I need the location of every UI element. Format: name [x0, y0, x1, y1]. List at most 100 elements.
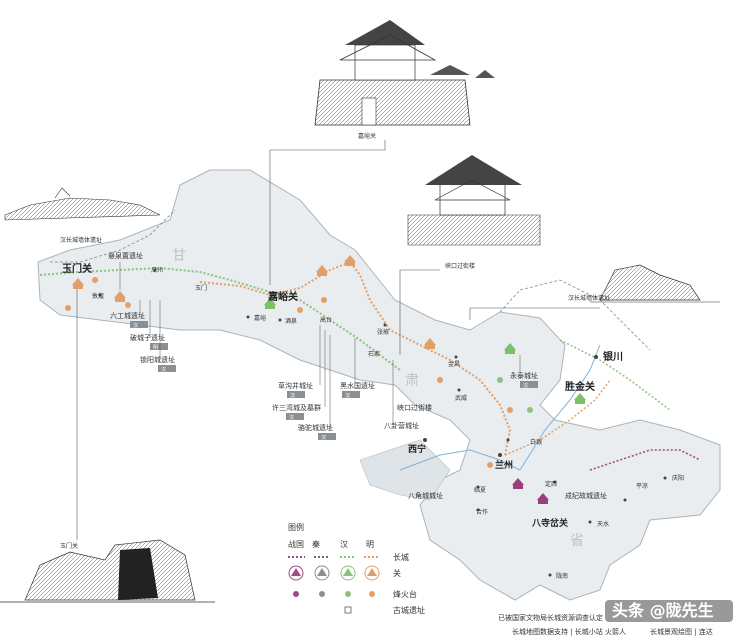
legend: 图例 战国 秦 汉 明 长城 关 烽火台 古城遗址 — [288, 522, 425, 615]
site-chengjikuan: 成纪故城遗址 — [565, 491, 607, 500]
city-hezuo: 合作 — [476, 508, 488, 516]
yumenguan-sketch — [0, 539, 215, 603]
pass-marker — [264, 298, 276, 309]
border-line — [50, 209, 176, 263]
ming-wall — [199, 260, 512, 456]
beacon-dots — [497, 377, 533, 413]
pass-jiayuguan: 嘉峪关 — [267, 290, 298, 303]
han-wall — [39, 266, 401, 371]
city-zhangye: 张掖 — [377, 328, 389, 336]
pass-basigouguan: 八寺岔关 — [531, 517, 568, 529]
site-shijia: 石家 — [368, 350, 380, 358]
site-yongtai: 永泰城址 — [510, 371, 538, 380]
han-wall-top-left-sketch — [4, 187, 161, 221]
region-tint — [359, 439, 451, 501]
legend-row-wall: 长城 — [393, 552, 409, 562]
city-yumen: 玉门 — [195, 284, 207, 292]
site-pocheng: 破城子遗址 — [130, 333, 165, 342]
xiakou-sketch-label: 峡口过街楼 — [445, 262, 475, 270]
era-tag: 汉 — [161, 366, 166, 373]
city-xining: 西宁 — [408, 443, 426, 455]
pass-marker — [344, 255, 356, 266]
han-wall — [559, 339, 671, 411]
leader-lines — [119, 262, 521, 427]
legend-title: 图例 — [288, 522, 304, 532]
city-pingliang: 平凉 — [636, 482, 648, 490]
province-char-gan: 甘 — [172, 248, 186, 264]
leader-line — [469, 307, 600, 320]
pass-shengjinguan: 胜金关 — [564, 380, 595, 393]
site-chenggou: 草沟井城址 — [278, 381, 313, 390]
city-longnan: 陇南 — [556, 572, 568, 580]
city-lanzhou: 兰州 — [495, 459, 513, 471]
leader-line — [269, 140, 386, 285]
site-bajiao: 八角城城址 — [408, 491, 443, 500]
city-baiyin: 白银 — [530, 438, 542, 446]
footer-line1: 已被国家文物局长城资源调查认定 — [498, 613, 603, 622]
era-tag: 汉 — [133, 322, 138, 329]
legend-header-han: 汉 — [340, 540, 348, 549]
han-wall-sketch-label: 汉长城墙体遗址 — [568, 294, 610, 302]
footer-line3: 长城景观绘图 | 连达 — [650, 627, 713, 636]
site-suoyang: 锁阳城遗址 — [140, 355, 175, 364]
legend-header-ming: 明 — [366, 540, 374, 549]
pass-marker — [316, 265, 328, 276]
era-tag: 汉 — [523, 382, 528, 389]
pass-marker — [424, 338, 436, 349]
era-tag: 汉 — [290, 392, 295, 399]
pass-marker — [537, 493, 549, 504]
legend-row-site: 古城遗址 — [393, 605, 425, 615]
footer-line2: 长城地图数据支持 | 长城小站 火箭人 — [512, 627, 626, 636]
pass-marker — [512, 478, 524, 489]
river — [519, 344, 601, 471]
city-linxia: 临夏 — [474, 486, 486, 494]
site-lutuo: 骆驼城遗址 — [298, 423, 333, 432]
site-liugong: 六工城遗址 — [110, 311, 145, 320]
site-heishuiguo: 黑水国遗址 — [340, 381, 375, 390]
legend-header-warring: 战国 — [288, 539, 304, 549]
site-bagua: 八卦营城址 — [384, 421, 419, 430]
city-jinchang: 金昌 — [448, 360, 460, 368]
province-char-sheng: 省 — [570, 533, 584, 549]
watermark: 头条 @陇先生 — [612, 601, 714, 620]
era-tags: 汉 明 汉 汉 汉 汉 汉 汉 — [130, 321, 538, 441]
era-tag: 汉 — [289, 414, 294, 421]
province-char-su: 肃 — [405, 373, 419, 389]
legend-row-pass: 关 — [393, 568, 401, 578]
han-wall-ruin-sketch — [590, 264, 720, 303]
era-tag: 明 — [153, 345, 158, 351]
city-qingyang: 庆阳 — [672, 474, 684, 482]
yumenguan-sketch-label: 玉门关 — [60, 542, 78, 550]
city-dingxi: 定西 — [545, 480, 557, 488]
xiakou-sketch — [407, 155, 541, 246]
province-shape — [37, 169, 721, 601]
beacon-dots — [65, 277, 513, 468]
jiayuguan-sketch — [314, 20, 495, 126]
city-guazhou: 瓜州 — [151, 267, 163, 274]
legend-header-qin: 秦 — [312, 539, 320, 549]
warring-wall — [589, 449, 701, 471]
era-tag: 汉 — [321, 434, 326, 441]
han-wall-west-label: 汉长城墙体遗址 — [60, 236, 102, 244]
site-xiakou: 峡口过街楼 — [397, 403, 432, 412]
site-xuanquan: 悬泉置遗址 — [108, 251, 143, 260]
pass-marker — [114, 291, 126, 302]
city-jiayu: 嘉峪 — [254, 314, 266, 322]
era-tag: 汉 — [345, 392, 350, 399]
city-yinchuan: 银川 — [603, 350, 623, 363]
site-xusanwan: 许三湾城及墓群 — [272, 403, 321, 412]
ming-wall — [504, 379, 611, 456]
border-line — [499, 279, 651, 351]
city-wuwei: 武威 — [455, 394, 467, 402]
leader-line — [399, 269, 440, 355]
legend-row-beacon: 烽火台 — [393, 589, 417, 599]
river — [399, 449, 521, 471]
city-tianshui: 天水 — [597, 520, 609, 528]
pass-marker — [504, 343, 516, 354]
city-gaotai: 高台 — [320, 316, 332, 324]
pass-marker — [574, 393, 586, 404]
city-dots — [98, 268, 667, 577]
city-dunhuang: 敦煌 — [92, 292, 104, 300]
